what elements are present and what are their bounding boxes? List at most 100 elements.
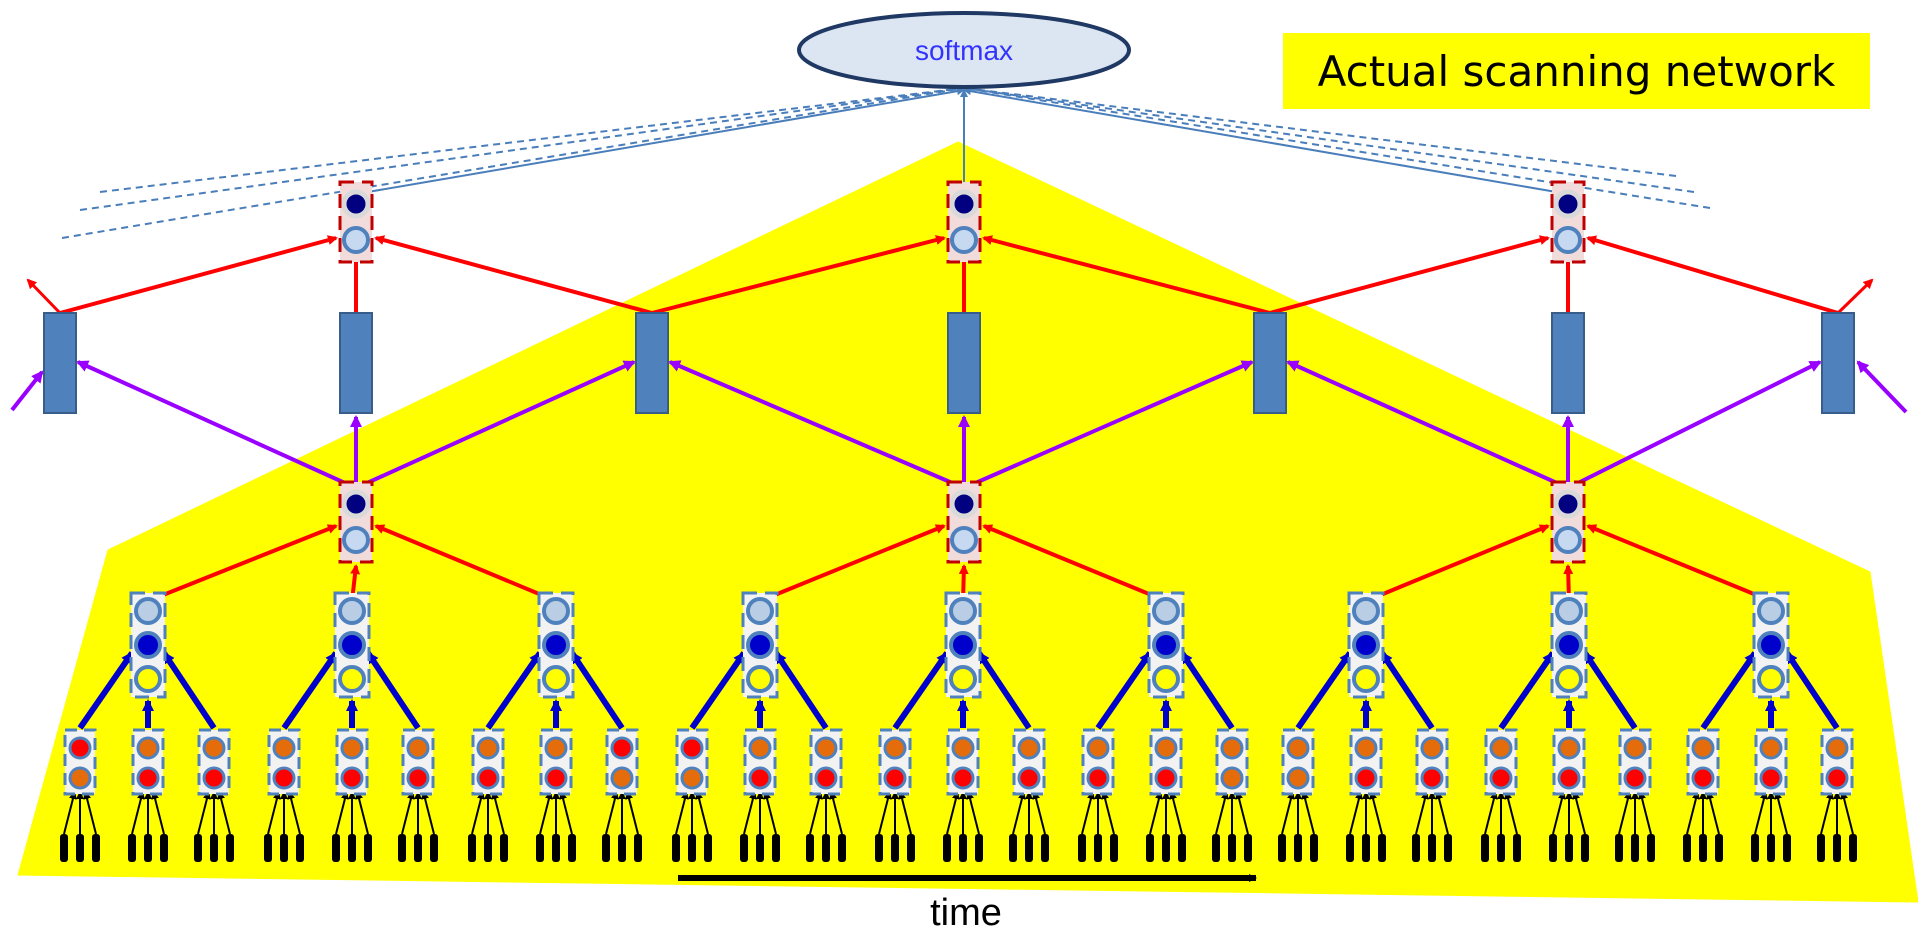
input-unit: [1354, 766, 1378, 790]
blue-arrow: [365, 651, 421, 730]
input-token: [1715, 834, 1723, 862]
purple-arrow: [10, 370, 44, 412]
input-arrow: [763, 791, 777, 835]
input-arrow: [1435, 791, 1449, 835]
input-token: [1346, 834, 1354, 862]
input-unit: [1825, 766, 1849, 790]
light-unit: [746, 597, 774, 625]
input-node: [946, 728, 980, 796]
input-token: [1378, 834, 1386, 862]
input-node: [1281, 728, 1315, 796]
blue-arrow: [1379, 651, 1435, 730]
input-token: [891, 834, 899, 862]
input-unit: [544, 736, 568, 760]
input-node: [1618, 728, 1652, 796]
input-node: [401, 728, 435, 796]
purple-arrow: [1856, 360, 1908, 414]
light-unit: [338, 597, 366, 625]
input-token: [756, 834, 764, 862]
input-arrow: [83, 791, 97, 835]
input-unit: [748, 736, 772, 760]
input-node: [1754, 728, 1788, 796]
input-unit: [1017, 736, 1041, 760]
blue-arrow: [161, 651, 217, 730]
input-arrow: [1686, 791, 1700, 835]
blue-arrow: [1095, 651, 1153, 730]
input-token: [364, 834, 372, 862]
input-node: [1349, 728, 1383, 796]
input-token: [672, 834, 680, 862]
input-unit: [951, 736, 975, 760]
input-token: [772, 834, 780, 862]
input-arrow: [1235, 791, 1249, 835]
middle-node: [338, 480, 374, 564]
input-unit: [748, 766, 772, 790]
input-unit: [202, 766, 226, 790]
input-unit: [68, 736, 92, 760]
input-arrow: [421, 791, 435, 835]
input-token: [60, 834, 68, 862]
input-token: [1615, 834, 1623, 862]
title-box: Actual scanning network: [1283, 33, 1870, 109]
input-node: [878, 728, 912, 796]
input-token: [536, 834, 544, 862]
input-unit: [544, 766, 568, 790]
red-arrow: [59, 235, 338, 315]
input-unit: [680, 766, 704, 790]
light-unit: [1757, 597, 1785, 625]
purple-arrows: [10, 360, 1908, 490]
input-unit: [272, 766, 296, 790]
input-arrow: [695, 791, 709, 835]
blue-unit: [1555, 631, 1583, 659]
input-token: [1849, 834, 1857, 862]
input-arrow: [1774, 791, 1788, 835]
input-unit: [406, 766, 430, 790]
input-token: [1310, 834, 1318, 862]
input-node: [197, 728, 231, 796]
blue-arrow: [689, 651, 747, 730]
input-node: [1012, 728, 1046, 796]
input-token: [226, 834, 234, 862]
yellow-unit: [1352, 665, 1380, 693]
input-unit: [1154, 766, 1178, 790]
input-unit: [1086, 766, 1110, 790]
light-unit: [949, 597, 977, 625]
input-arrow: [966, 791, 980, 835]
middle-node: [946, 480, 982, 564]
light-unit: [1555, 597, 1583, 625]
input-token: [398, 834, 406, 862]
red-arrow: [1365, 524, 1550, 603]
input-arrow: [1215, 791, 1229, 835]
red-arrow: [982, 524, 1167, 603]
input-arrow: [335, 791, 349, 835]
red-arrow: [1586, 524, 1772, 603]
red-arrow: [759, 524, 946, 603]
input-unit: [1286, 766, 1310, 790]
recurrent-unit-bar: [635, 312, 669, 414]
purple-arrow: [668, 360, 965, 490]
light-unit: [342, 226, 370, 254]
input-token: [414, 834, 422, 862]
input-token: [430, 834, 438, 862]
group-node: [1752, 591, 1790, 699]
input-token: [1513, 834, 1521, 862]
light-unit: [542, 597, 570, 625]
input-token: [1110, 834, 1118, 862]
middle-node: [1550, 480, 1586, 564]
input-node: [809, 728, 843, 796]
input-token: [1412, 834, 1420, 862]
input-token: [602, 834, 610, 862]
input-arrow: [1504, 791, 1518, 835]
input-arrow: [355, 791, 369, 835]
blue-unit: [1352, 631, 1380, 659]
input-arrow: [878, 791, 892, 835]
purple-arrow: [1567, 360, 1822, 490]
input-arrow: [1552, 791, 1566, 835]
input-arrow: [401, 791, 415, 835]
softmax-connection: [963, 87, 1569, 195]
input-unit: [1354, 736, 1378, 760]
input-arrow: [471, 791, 485, 835]
group-node: [129, 591, 167, 699]
input-token: [1631, 834, 1639, 862]
yellow-unit: [1757, 665, 1785, 693]
